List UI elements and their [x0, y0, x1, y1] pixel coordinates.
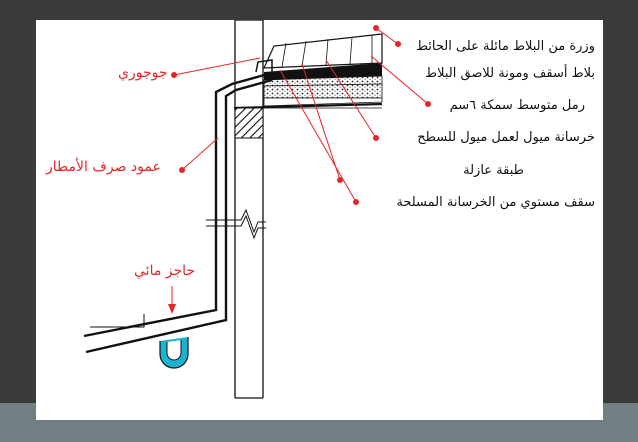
right-leaders — [279, 25, 431, 205]
label-skirting-tiles: وزرة من البلاط مائلة على الحائط — [415, 39, 595, 54]
label-water-barrier: حاجز مائي — [134, 263, 196, 279]
label-downpipe: عمود صرف الأمطار — [46, 159, 161, 175]
label-sand-layer: رمل متوسط سمكة ٦سم — [449, 98, 585, 113]
label-flat-slab: سقف مستوي من الخرسانة المسلحة — [396, 195, 595, 210]
diagram-panel: وزرة من البلاط مائلة على الحائط بلاط أسق… — [36, 20, 603, 420]
drain-pipe — [83, 59, 273, 369]
label-sloped-concrete: خرسانة ميول لعمل ميول للسطح — [417, 130, 595, 145]
roof-layers — [233, 33, 383, 139]
label-insulation: طبقة عازلة — [463, 163, 524, 178]
roof-drainage-diagram — [83, 20, 431, 399]
label-gutter: جوجوري — [118, 65, 168, 81]
left-leaders — [168, 57, 261, 314]
label-tiles-mortar: بلاط أسقف ومونة للاصق البلاط — [425, 66, 595, 81]
